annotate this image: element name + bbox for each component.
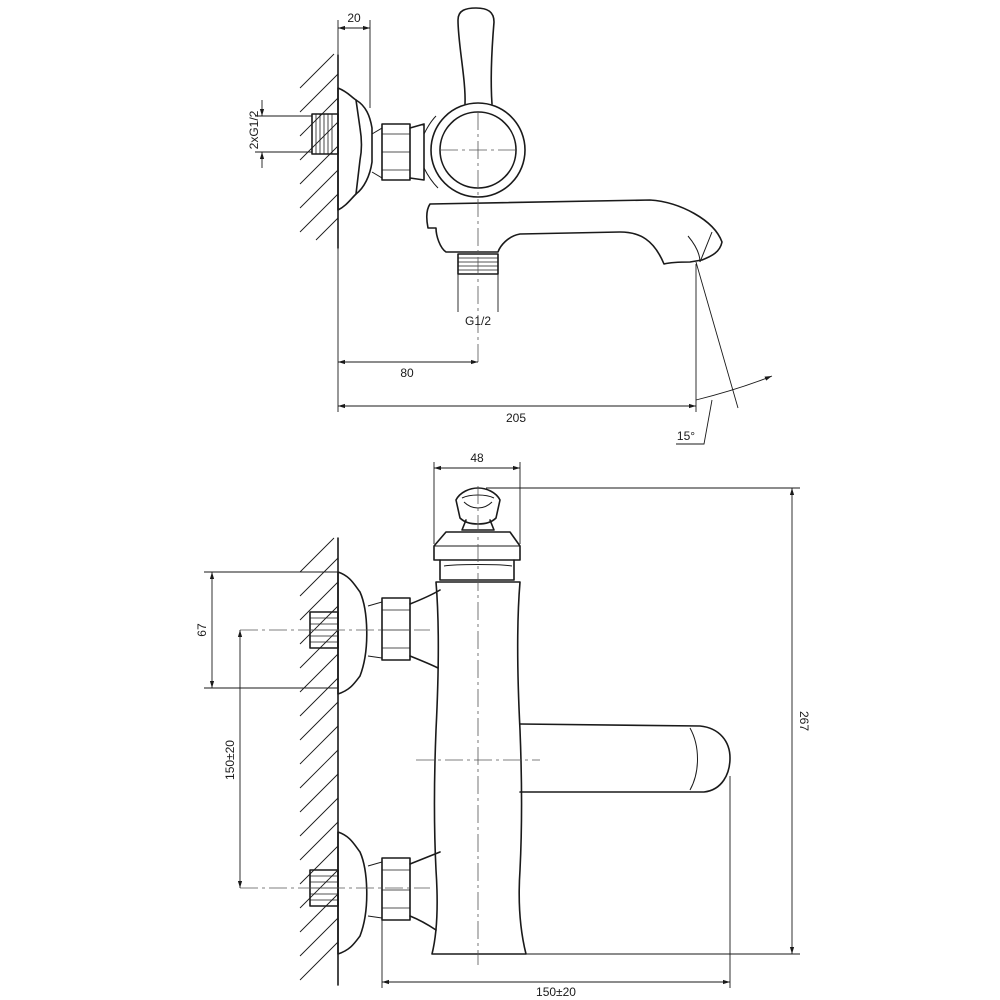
hex-connector <box>371 123 425 181</box>
side-view: 20 2xG1/2 G1/2 80 205 15° <box>247 7 773 445</box>
mixer-housing-outer <box>430 102 526 198</box>
collar <box>439 559 515 581</box>
upper-inlet <box>309 571 441 695</box>
dim-outlet-offset-label: 80 <box>400 366 414 380</box>
body-column <box>431 581 527 955</box>
front-view: 48 67 150±20 267 150±20 <box>195 451 811 999</box>
inlet-thread <box>311 113 339 155</box>
wall-hatching <box>299 53 339 241</box>
dim-outlet-thread-label: G1/2 <box>465 314 491 328</box>
dim-height-label: 267 <box>797 711 811 731</box>
spout-front <box>519 723 731 793</box>
spout <box>425 199 723 265</box>
lower-inlet <box>309 831 441 955</box>
dim-wall-center-label: 67 <box>195 623 209 637</box>
dim-width-label: 150±20 <box>536 985 576 999</box>
dim-reach-label: 205 <box>506 411 526 425</box>
dim-inlet-spacing-label: 150±20 <box>223 740 237 780</box>
dim-angle-label: 15° <box>677 429 695 443</box>
dim-head-width-label: 48 <box>470 451 484 465</box>
dim-flange-label: 20 <box>347 11 361 25</box>
lever-handle <box>457 7 495 105</box>
dim-inlet-thread-label: 2xG1/2 <box>247 110 261 149</box>
wall-flange <box>337 87 363 211</box>
wall-hatching-front <box>299 537 339 981</box>
